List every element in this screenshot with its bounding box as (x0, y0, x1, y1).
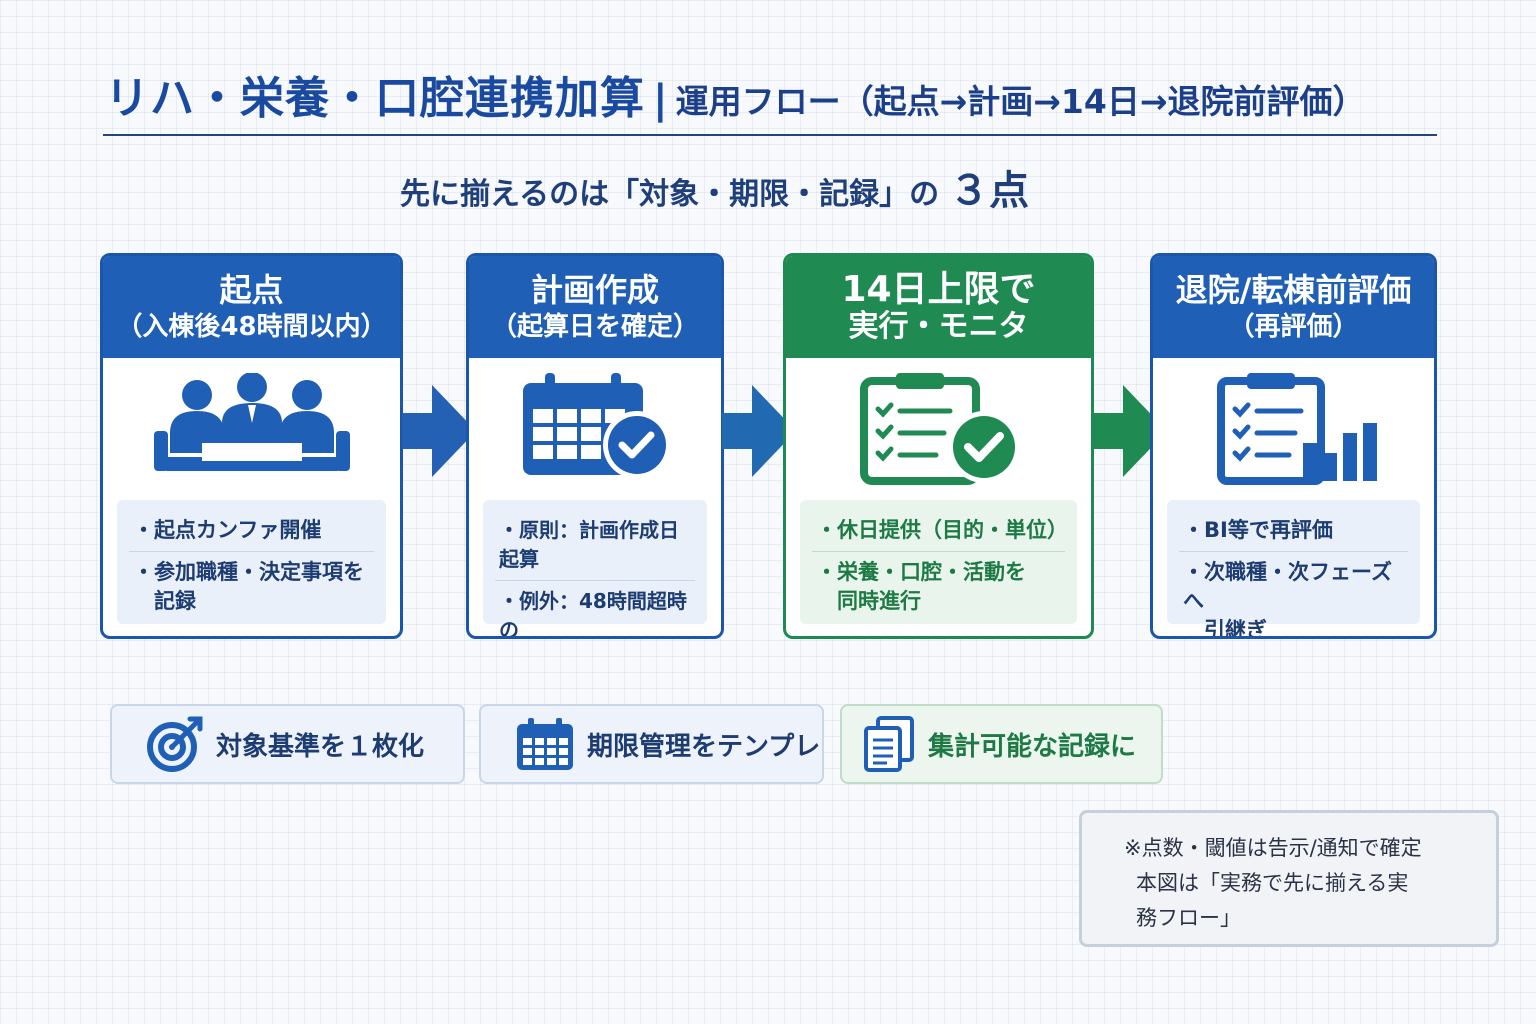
footnote-line: 務フロー」 (1136, 906, 1241, 930)
title-divider (103, 134, 1437, 136)
step-header: 退院/転棟前評価 （再評価） (1153, 256, 1434, 358)
title-sub: 運用フロー（起点→計画→14日→退院前評価） (675, 82, 1366, 121)
footnote-line: ※点数・閾値は告示/通知で確定 (1124, 836, 1422, 860)
title-main: リハ・栄養・口腔連携加算 (105, 73, 645, 124)
footnote-box: ※点数・閾値は告示/通知で確定 本図は「実務で先に揃える実 務フロー」 (1079, 810, 1499, 947)
step-note: ・休日提供（目的・単位） (816, 518, 1068, 542)
step-card-evaluation: 退院/転棟前評価 （再評価） ・BI等で再評価 ・次職種・次フェーズへ 引継ぎ (1150, 253, 1437, 639)
step-note: ・栄養・口腔・活動を 同時進行 (812, 551, 1065, 622)
step-notes: ・休日提供（目的・単位） ・栄養・口腔・活動を 同時進行 (800, 500, 1077, 624)
step-card-plan: 計画作成 （起算日を確定） ・原則：計画作成日起算 ・例外：48時間超時の 扱い… (466, 253, 724, 639)
step-title: 退院/転棟前評価 (1175, 271, 1412, 309)
target-icon (147, 716, 203, 772)
title-separator: | (653, 77, 668, 123)
calendar-check-icon (469, 358, 721, 498)
flow-arrow-icon (1093, 385, 1167, 477)
tip-label: 対象基準を１枚化 (216, 731, 425, 762)
documents-icon (864, 716, 914, 772)
footnote-line: 本図は「実務で先に揃える実 (1136, 871, 1409, 895)
tagline-number: ３点 (949, 168, 1030, 214)
step-title: 14日上限で (841, 269, 1036, 310)
step-subtitle: （起算日を確定） (490, 312, 699, 342)
step-note: ・次職種・次フェーズへ 引継ぎ (1179, 551, 1408, 636)
clipboard-check-icon (786, 358, 1091, 498)
step-title: 計画作成 (530, 271, 659, 309)
checklist-chart-icon (1153, 358, 1434, 498)
step-title: 起点 (219, 271, 284, 309)
step-card-start: 起点 （入棟後48時間以内） ・起点カンファ開催 ・参加職種・決定事項を 記録 (100, 253, 403, 639)
step-note: ・原則：計画作成日起算 (499, 518, 679, 571)
flow-arrow-icon (722, 385, 796, 477)
tip-label: 集計可能な記録に (928, 731, 1137, 762)
tagline-text: 先に揃えるのは「対象・期限・記録」の (400, 177, 940, 212)
step-subtitle: （再評価） (1228, 312, 1359, 342)
step-note: ・起点カンファ開催 (133, 518, 322, 542)
step-note: ・BI等で再評価 (1183, 518, 1333, 542)
tip-label: 期限管理をテンプレ (587, 731, 821, 762)
step-notes: ・BI等で再評価 ・次職種・次フェーズへ 引継ぎ (1167, 500, 1420, 636)
step-notes: ・原則：計画作成日起算 ・例外：48時間超時の 扱い明記 (483, 500, 707, 636)
step-subtitle: （入棟後48時間以内） (116, 312, 387, 342)
step-header: 計画作成 （起算日を確定） (469, 256, 721, 358)
step-header: 14日上限で 実行・モニタ (786, 256, 1091, 358)
step-subtitle: 実行・モニタ (848, 309, 1029, 344)
step-notes: ・起点カンファ開催 ・参加職種・決定事項を 記録 (117, 500, 386, 624)
meeting-people-icon (103, 358, 400, 498)
step-note: ・参加職種・決定事項を 記録 (129, 551, 374, 622)
step-note: ・例外：48時間超時の 扱い明記 (495, 580, 695, 636)
tip-target-criteria: 対象基準を１枚化 (110, 704, 465, 784)
step-header: 起点 （入棟後48時間以内） (103, 256, 400, 358)
step-card-execute: 14日上限で 実行・モニタ ・休日提供（目的・単位） ・栄養・口腔・活動を 同時… (783, 253, 1094, 639)
tagline: 先に揃えるのは「対象・期限・記録」の ３点 (400, 158, 1029, 214)
tip-aggregatable-records: 集計可能な記録に (840, 704, 1163, 784)
calendar-icon (517, 718, 573, 770)
tip-deadline-template: 期限管理をテンプレ (479, 704, 824, 784)
flow-arrow-icon (402, 385, 476, 477)
page-title: リハ・栄養・口腔連携加算 | 運用フロー（起点→計画→14日→退院前評価） (105, 62, 1435, 126)
